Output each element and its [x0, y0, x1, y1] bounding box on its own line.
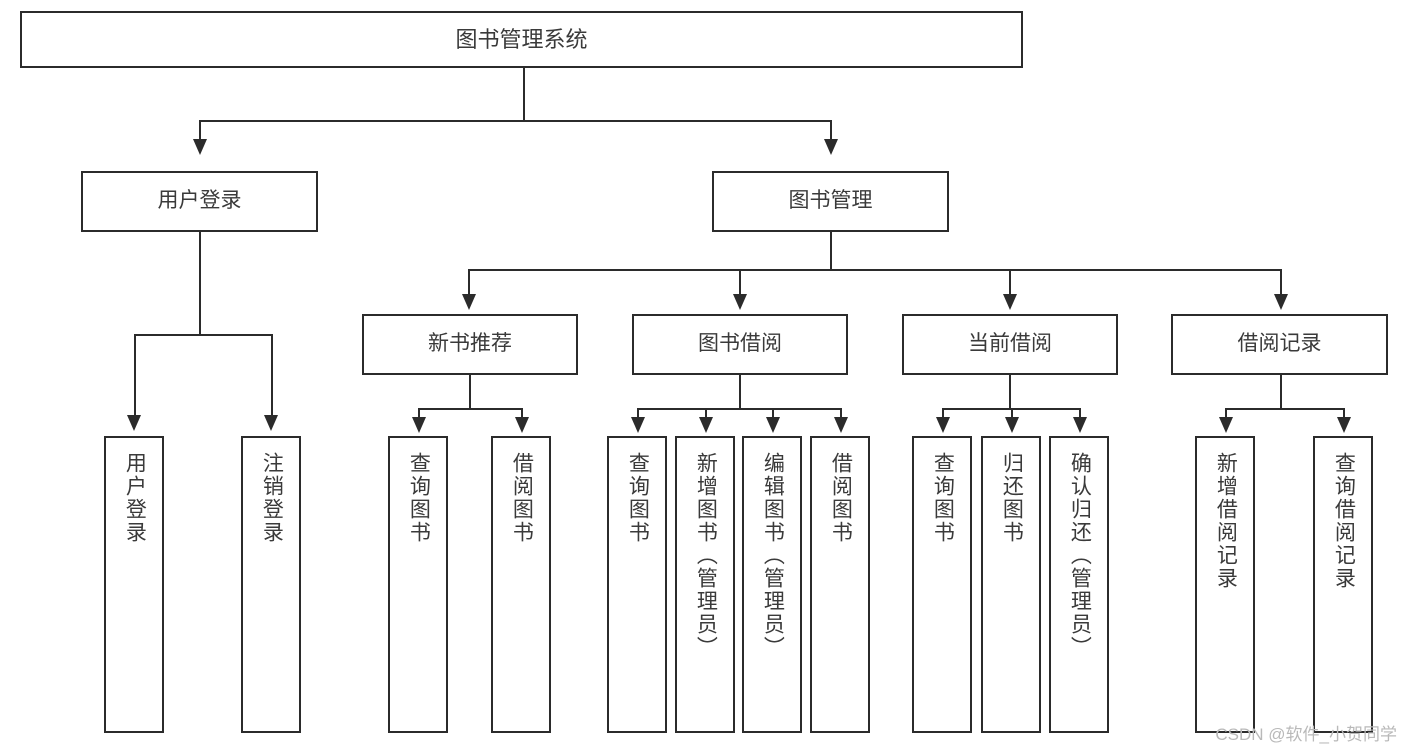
connector-current-borrow-drop-3 — [1079, 408, 1081, 418]
connector-borrow-record-drop-2 — [1343, 408, 1345, 418]
node-leaf-return-book[interactable]: 归还图书 — [981, 436, 1041, 733]
connector-borrow-record-bus — [1225, 408, 1344, 410]
connector-root-bus — [199, 120, 831, 122]
connector-borrow-record-stem — [1280, 375, 1282, 409]
connector-book-borrow-bus — [637, 408, 841, 410]
connector-root-to-book-manage — [830, 120, 832, 140]
connector-book-borrow-drop-1 — [637, 408, 639, 418]
connector-book-borrow-stem — [739, 375, 741, 409]
connector-user-login-drop-1 — [134, 334, 136, 416]
connector-book-borrow-drop-3 — [772, 408, 774, 418]
arrowhead-leaf-return-book — [1005, 417, 1019, 433]
node-label: 图书管理系统 — [455, 26, 588, 52]
connector-new-book-recommend-drop-2 — [521, 408, 523, 418]
arrowhead-leaf-add-borrow-record — [1219, 417, 1233, 433]
node-current-borrow[interactable]: 当前借阅 — [902, 314, 1118, 375]
node-label: 新增借阅记录 — [1214, 452, 1238, 590]
arrowhead-to-user-login — [193, 139, 207, 155]
connector-book-manage-stem — [830, 232, 832, 270]
node-leaf-query-book-1[interactable]: 查询图书 — [388, 436, 448, 733]
node-label: 借阅图书 — [829, 452, 853, 544]
arrowhead-leaf-add-book — [699, 417, 713, 433]
connector-new-book-recommend-stem — [469, 375, 471, 409]
node-label: 编辑图书（管理员） — [761, 452, 785, 659]
node-label: 注销登录 — [260, 452, 284, 544]
node-label: 用户登录 — [157, 189, 242, 213]
connector-borrow-record-drop-1 — [1225, 408, 1227, 418]
node-leaf-query-book-3[interactable]: 查询图书 — [912, 436, 972, 733]
arrowhead-leaf-logout-login — [264, 415, 278, 431]
arrowhead-borrow-record — [1274, 294, 1288, 310]
node-leaf-borrow-book-1[interactable]: 借阅图书 — [491, 436, 551, 733]
node-leaf-query-book-2[interactable]: 查询图书 — [607, 436, 667, 733]
node-label: 归还图书 — [1000, 452, 1024, 544]
arrowhead-leaf-query-book-2 — [631, 417, 645, 433]
node-leaf-confirm-return[interactable]: 确认归还（管理员） — [1049, 436, 1109, 733]
connector-user-login-bus — [134, 334, 273, 336]
node-label: 确认归还（管理员） — [1068, 452, 1092, 659]
node-new-book-recommend[interactable]: 新书推荐 — [362, 314, 578, 375]
node-label: 查询图书 — [407, 452, 431, 544]
connector-current-borrow-drop-1 — [942, 408, 944, 418]
node-label: 图书管理 — [788, 189, 873, 213]
connector-current-borrow-drop-2 — [1011, 408, 1013, 418]
node-user-login[interactable]: 用户登录 — [81, 171, 318, 232]
connector-book-manage-bus — [468, 269, 1282, 271]
connector-new-book-recommend-bus — [418, 408, 522, 410]
node-book-borrow[interactable]: 图书借阅 — [632, 314, 848, 375]
connector-root-stem — [523, 68, 525, 121]
arrowhead-new-book-recommend — [462, 294, 476, 310]
connector-new-book-recommend-drop-1 — [418, 408, 420, 418]
node-borrow-record[interactable]: 借阅记录 — [1171, 314, 1388, 375]
connector-book-borrow-drop-2 — [705, 408, 707, 418]
node-label: 借阅图书 — [510, 452, 534, 544]
csdn-watermark: CSDN @软件_小贺同学 — [1215, 725, 1397, 744]
node-leaf-add-borrow-record[interactable]: 新增借阅记录 — [1195, 436, 1255, 733]
node-label: 新增图书（管理员） — [694, 452, 718, 659]
arrowhead-leaf-user-login — [127, 415, 141, 431]
node-book-manage[interactable]: 图书管理 — [712, 171, 949, 232]
arrowhead-leaf-query-book-1 — [412, 417, 426, 433]
connector-book-borrow-drop-4 — [840, 408, 842, 418]
node-leaf-borrow-book-2[interactable]: 借阅图书 — [810, 436, 870, 733]
arrowhead-to-book-manage — [824, 139, 838, 155]
node-leaf-edit-book[interactable]: 编辑图书（管理员） — [742, 436, 802, 733]
arrowhead-current-borrow — [1003, 294, 1017, 310]
connector-book-manage-drop-4 — [1280, 269, 1282, 295]
connector-book-manage-drop-2 — [739, 269, 741, 295]
node-leaf-add-book[interactable]: 新增图书（管理员） — [675, 436, 735, 733]
arrowhead-book-borrow — [733, 294, 747, 310]
node-leaf-query-borrow-record[interactable]: 查询借阅记录 — [1313, 436, 1373, 733]
connector-current-borrow-stem — [1009, 375, 1011, 409]
node-label: 查询借阅记录 — [1332, 452, 1356, 590]
node-label: 新书推荐 — [428, 332, 512, 356]
connector-book-manage-drop-1 — [468, 269, 470, 295]
node-label: 用户登录 — [123, 452, 147, 544]
arrowhead-leaf-query-book-3 — [936, 417, 950, 433]
arrowhead-leaf-edit-book — [766, 417, 780, 433]
connector-root-to-user-login — [199, 120, 201, 140]
arrowhead-leaf-confirm-return — [1073, 417, 1087, 433]
node-label: 当前借阅 — [968, 332, 1052, 356]
node-label: 查询图书 — [931, 452, 955, 544]
arrowhead-leaf-query-borrow-record — [1337, 417, 1351, 433]
node-label: 查询图书 — [626, 452, 650, 544]
arrowhead-leaf-borrow-book-2 — [834, 417, 848, 433]
node-root-system[interactable]: 图书管理系统 — [20, 11, 1023, 68]
connector-user-login-drop-2 — [271, 334, 273, 416]
arrowhead-leaf-borrow-book-1 — [515, 417, 529, 433]
connector-user-login-stem — [199, 232, 201, 335]
node-label: 借阅记录 — [1237, 332, 1322, 356]
connector-book-manage-drop-3 — [1009, 269, 1011, 295]
node-leaf-logout-login[interactable]: 注销登录 — [241, 436, 301, 733]
node-label: 图书借阅 — [698, 332, 782, 356]
node-leaf-user-login[interactable]: 用户登录 — [104, 436, 164, 733]
